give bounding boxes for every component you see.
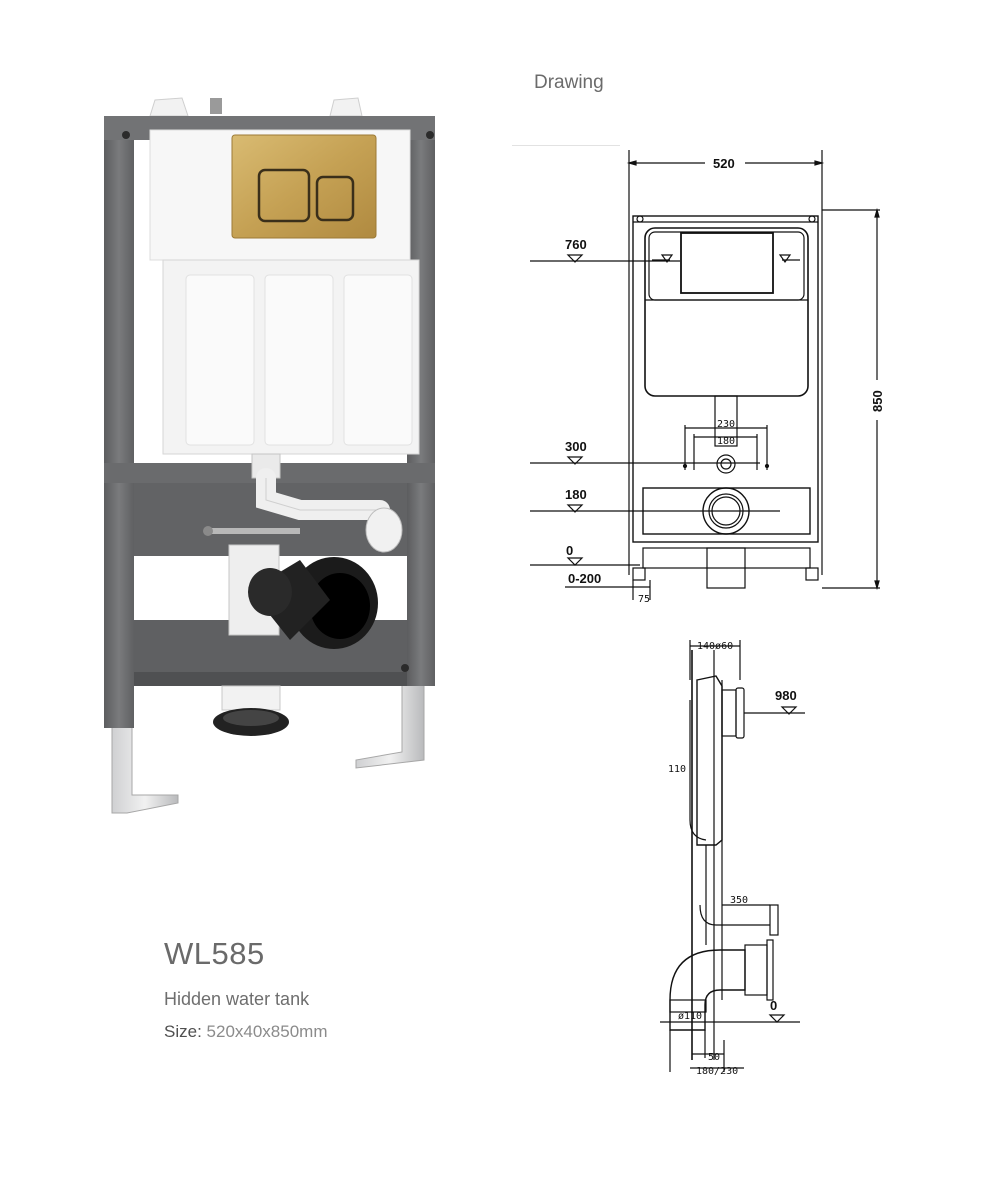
divider: [512, 145, 620, 146]
dim-width: 520: [713, 156, 735, 171]
level-0: 0: [566, 543, 573, 558]
drawing-label: Drawing: [534, 72, 604, 93]
dim-height: 850: [870, 390, 885, 412]
side-view-drawing: 140ø60 980 110 350 0 ø110: [660, 640, 805, 1077]
dim-top: 140ø60: [697, 641, 733, 652]
front-view-drawing: 520 760 230 180 300: [530, 150, 885, 605]
dim-bottom: 180/230: [696, 1066, 738, 1077]
dim-depth: 110: [668, 764, 686, 775]
valve-icon: [210, 98, 222, 114]
size-value: 520x40x850mm: [206, 1022, 328, 1041]
dim-50: 50: [708, 1052, 720, 1063]
dim-230: 230: [717, 419, 735, 430]
product-model: WL585: [164, 936, 265, 971]
flush-plate: [231, 134, 377, 239]
product-description: Hidden water tank: [164, 989, 310, 1009]
adjust-range: 0-200: [568, 571, 601, 586]
dim-foot: 75: [638, 594, 650, 605]
level-980: 980: [775, 688, 797, 703]
side-level-0: 0: [770, 998, 777, 1013]
level-180: 180: [565, 487, 587, 502]
level-300: 300: [565, 439, 587, 454]
product-size: Size: 520x40x850mm: [164, 1022, 328, 1042]
size-label: Size:: [164, 1022, 202, 1041]
dim-pipe: ø110: [678, 1011, 702, 1022]
dim-350: 350: [730, 895, 748, 906]
level-760: 760: [565, 237, 587, 252]
dim-180: 180: [717, 436, 735, 447]
